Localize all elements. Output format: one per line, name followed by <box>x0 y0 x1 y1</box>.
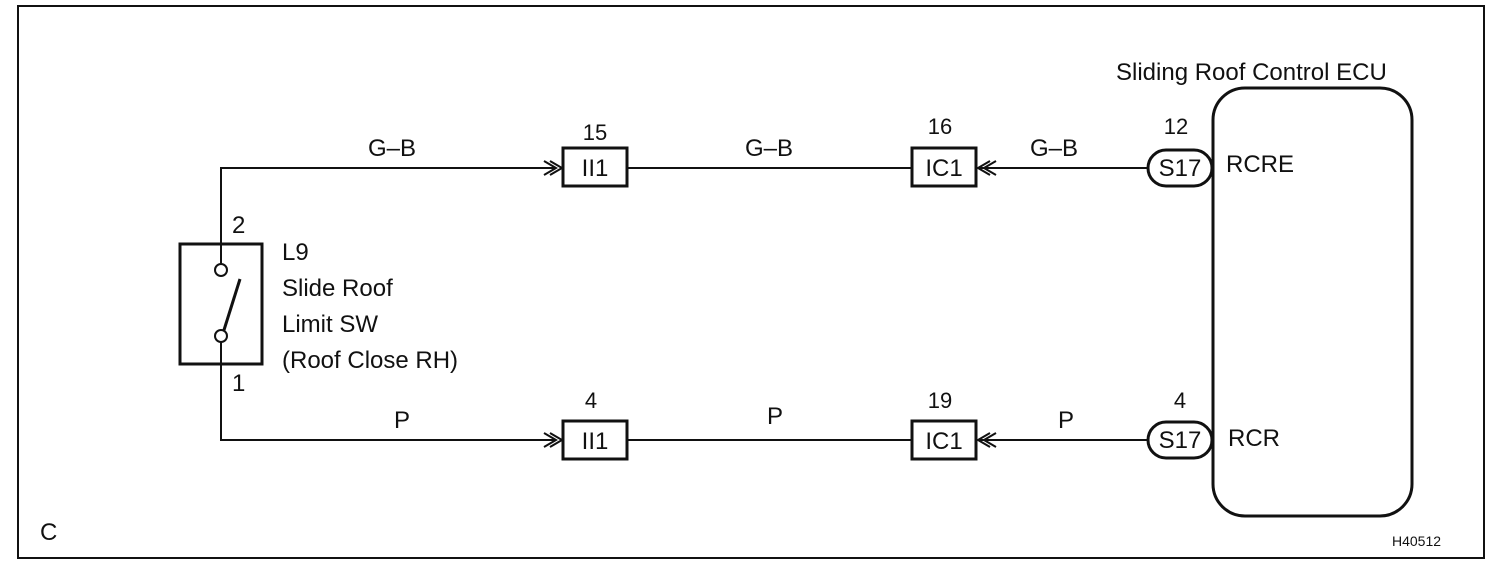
top-connector-s17-pin: 12 <box>1164 114 1188 139</box>
switch-contact-top <box>214 263 228 277</box>
bottom-connector-ic1-pin: 19 <box>928 388 952 413</box>
top-connector-s17 <box>1146 148 1214 188</box>
bottom-connector-ii1-label: II1 <box>582 428 609 455</box>
bottom-connector-s17-pin: 4 <box>1174 388 1186 413</box>
switch-name-line3: (Roof Close RH) <box>282 347 458 374</box>
top-connector-ii1-label: II1 <box>582 155 609 182</box>
top-connector-ic1-label: IC1 <box>925 155 962 182</box>
ecu-title: Sliding Roof Control ECU <box>1116 59 1387 86</box>
bottom-connector-s17-label: S17 <box>1159 427 1202 454</box>
top-wire-switch-to-ii1 <box>220 167 556 264</box>
bottom-connector-ic1-label: IC1 <box>925 428 962 455</box>
corner-label: C <box>40 519 57 546</box>
bottom-wire-color-3: P <box>1058 407 1074 434</box>
ecu-terminal-rcr: RCR <box>1228 425 1280 452</box>
top-wire-color-1: G–B <box>368 135 416 162</box>
bottom-wire-switch-to-ii1 <box>220 342 556 441</box>
bottom-connector-ii1-pin: 4 <box>585 388 597 413</box>
top-connector-ic1 <box>910 146 978 188</box>
switch-name-line2: Limit SW <box>282 311 378 338</box>
switch-pin-top: 2 <box>232 212 245 239</box>
figure-id: H40512 <box>1392 533 1441 549</box>
bottom-connector-ii1 <box>561 419 629 461</box>
top-connector-s17-label: S17 <box>1159 155 1202 182</box>
top-connector-ii1 <box>561 146 629 188</box>
top-connector-ii1-pin: 15 <box>583 120 607 145</box>
switch-id: L9 <box>282 239 309 266</box>
diagram-frame <box>17 5 1485 559</box>
top-connector-ic1-pin: 16 <box>928 114 952 139</box>
bottom-connector-s17 <box>1146 420 1214 460</box>
ecu-terminal-rcre: RCRE <box>1226 151 1294 178</box>
bottom-connector-ic1 <box>910 419 978 461</box>
switch-lever <box>222 278 242 331</box>
switch-pin-bottom: 1 <box>232 370 245 397</box>
ecu-box <box>1211 86 1414 518</box>
bottom-wire-color-1: P <box>394 407 410 434</box>
switch-contact-bottom <box>214 329 228 343</box>
switch-name-line1: Slide Roof <box>282 275 393 302</box>
bottom-wire-color-2: P <box>767 403 783 430</box>
top-wire-color-3: G–B <box>1030 135 1078 162</box>
top-wire-color-2: G–B <box>745 135 793 162</box>
